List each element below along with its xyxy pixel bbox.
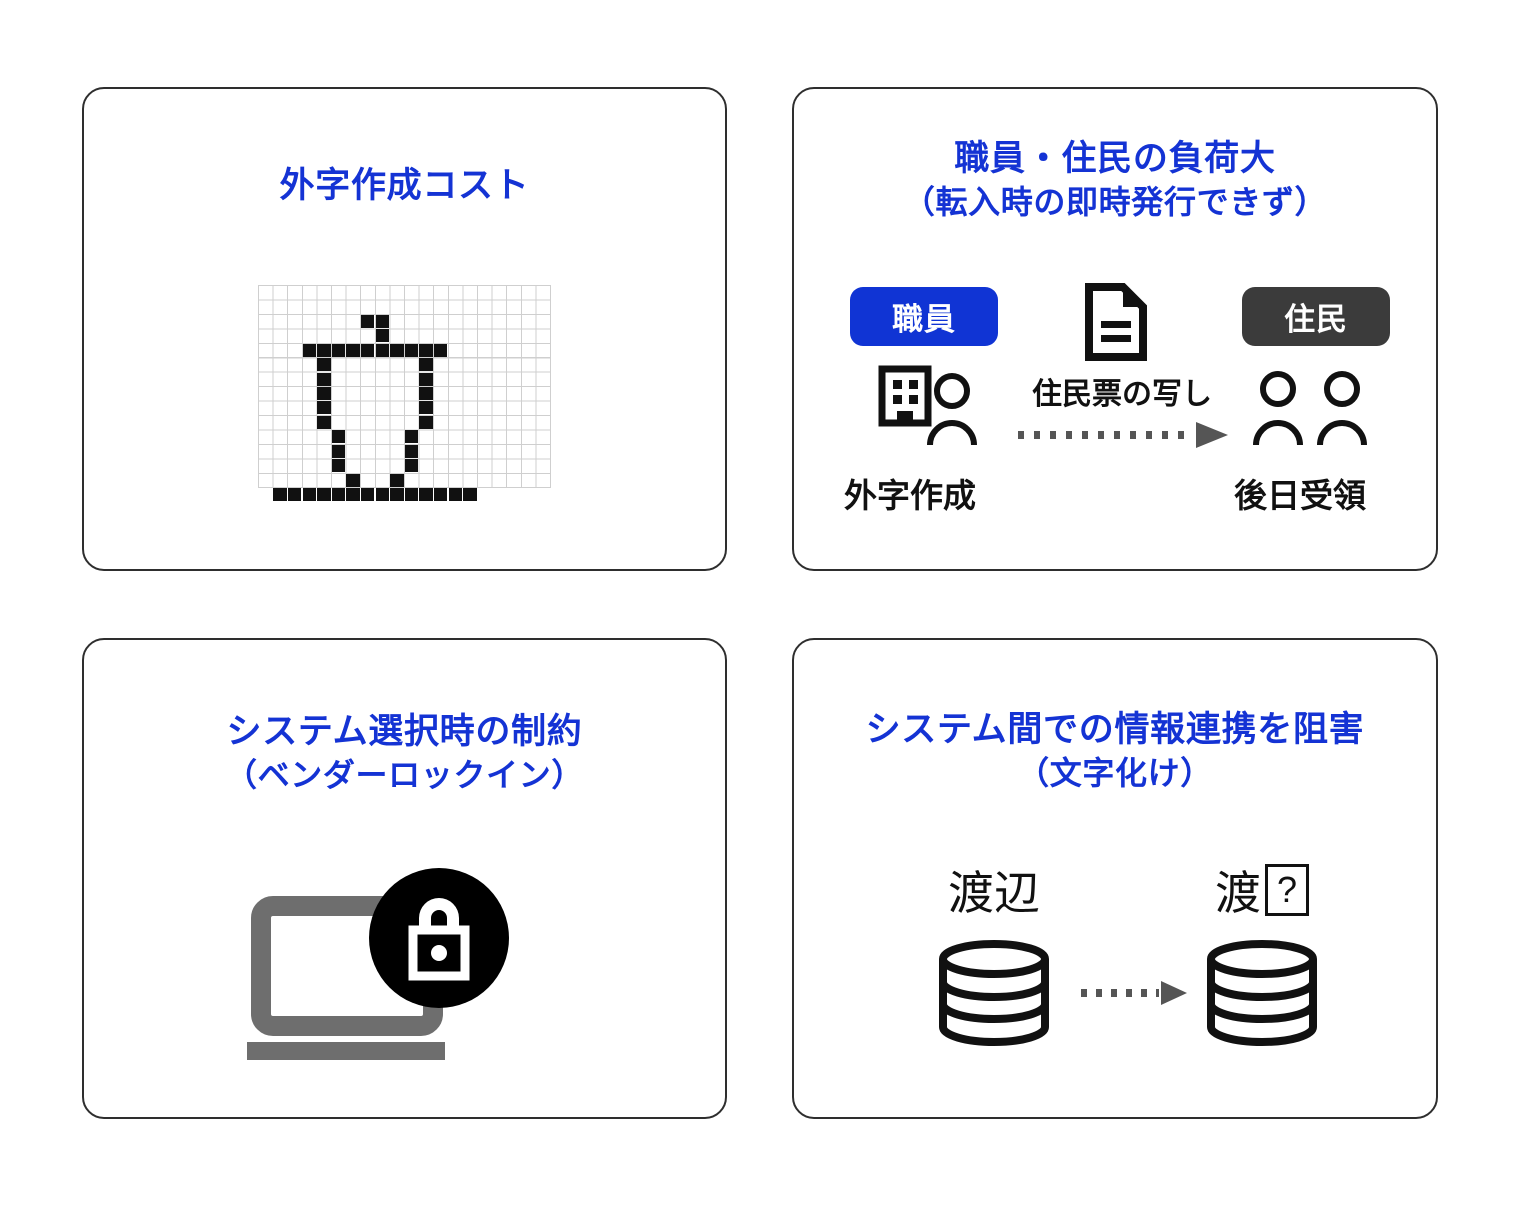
pixel-cell [390, 343, 404, 357]
pixel-cell [361, 343, 375, 357]
pixel-cell [331, 459, 346, 473]
database-cylinder-icon [1162, 940, 1362, 1046]
tofu-question-box: ? [1265, 864, 1309, 916]
card-title-burden: 職員・住民の負荷大 [954, 139, 1276, 178]
pixel-cell [361, 488, 375, 502]
card-title-mojibake: システム間での情報連携を阻害 [865, 710, 1365, 749]
office-building-person-icon [878, 365, 996, 449]
card-subtitle-vendor-lock: （ベンダーロックイン） [224, 756, 585, 793]
card-title-vendor-lock: システム選択時の制約 [226, 712, 583, 751]
pixel-cell [419, 372, 433, 386]
mojibake-target-label: 渡 [1215, 867, 1261, 919]
pixel-cell [463, 488, 477, 502]
mojibake-source-text: 渡辺 [894, 858, 1094, 922]
pixel-cell [317, 343, 331, 357]
pixel-cell [331, 444, 346, 458]
laptop-lock-illustration [84, 868, 725, 1078]
lock-badge-icon [368, 868, 509, 1008]
card-mojibake-interop: システム間での情報連携を阻害 （文字化け） 渡辺 [792, 638, 1438, 1119]
pixel-cell [434, 488, 448, 502]
pixel-grid-glyph-icon [258, 285, 551, 502]
dotted-arrow-right-icon [1079, 980, 1189, 1006]
mojibake-target-text: 渡 ? [1162, 858, 1362, 922]
pixel-cell [419, 386, 433, 401]
pixel-cell [375, 314, 389, 328]
pixel-cell [273, 488, 287, 502]
card-title-gaiji-cost: 外字作成コスト [279, 166, 530, 205]
pixel-cell [419, 343, 433, 357]
pixel-cell [302, 488, 316, 502]
pixel-cell [331, 488, 346, 502]
pixel-cell [448, 488, 462, 502]
pixel-cell [375, 343, 389, 357]
mojibake-diagram: 渡辺 渡 [794, 858, 1436, 1058]
pixel-cell [404, 343, 419, 357]
pixel-cell [317, 401, 331, 415]
pixel-cell [390, 488, 404, 502]
mojibake-source-group: 渡辺 [894, 858, 1094, 1046]
pixel-cell [361, 314, 375, 328]
card-subtitle-burden: （転入時の即時発行できず） [902, 183, 1328, 220]
pixel-cell [346, 473, 360, 487]
pixel-cell [331, 430, 346, 444]
pixel-cell [404, 488, 419, 502]
pixel-cell [317, 488, 331, 502]
pixel-cell [434, 343, 448, 357]
two-people-icon [1244, 365, 1378, 449]
pixel-cell [331, 343, 346, 357]
card-subtitle-mojibake: （文字化け） [1017, 754, 1213, 791]
badge-resident: 住民 [1242, 287, 1390, 346]
pixel-cell [346, 343, 360, 357]
caption-later-receipt: 後日受領 [1234, 477, 1366, 514]
flow-label-residence-certificate: 住民票の写し [1032, 378, 1212, 411]
pixel-cell [317, 386, 331, 401]
pixel-cell [317, 415, 331, 429]
badge-staff: 職員 [850, 287, 998, 346]
pixel-cell [419, 401, 433, 415]
caption-gaiji-creation: 外字作成 [844, 477, 976, 514]
pixel-cell [375, 329, 389, 343]
card-gaiji-creation-cost: 外字作成コスト [82, 87, 727, 571]
pixel-cell [346, 488, 360, 502]
dotted-arrow-right-icon [1016, 421, 1232, 449]
pixel-cell [404, 444, 419, 458]
pixel-cell [404, 430, 419, 444]
pixel-cell [390, 473, 404, 487]
pixel-cell [404, 459, 419, 473]
card-staff-resident-burden: 職員・住民の負荷大 （転入時の即時発行できず） 職員 住民 [792, 87, 1438, 571]
burden-flow-diagram: 職員 住民 [794, 283, 1436, 547]
pixel-cell [419, 415, 433, 429]
mojibake-target-group: 渡 ? [1162, 858, 1362, 1046]
database-cylinder-icon [894, 940, 1094, 1046]
pixel-cell [288, 488, 302, 502]
pixel-cell [419, 488, 433, 502]
document-icon [1083, 283, 1149, 361]
pixel-cell [419, 358, 433, 372]
pixel-grid-glyph-wrapper [84, 285, 725, 502]
pixel-cell [317, 372, 331, 386]
pixel-cell [375, 488, 389, 502]
pixel-cell [302, 343, 316, 357]
pixel-cell [317, 358, 331, 372]
mojibake-source-label: 渡辺 [948, 867, 1040, 919]
card-vendor-lock-in: システム選択時の制約 （ベンダーロックイン） [82, 638, 727, 1119]
